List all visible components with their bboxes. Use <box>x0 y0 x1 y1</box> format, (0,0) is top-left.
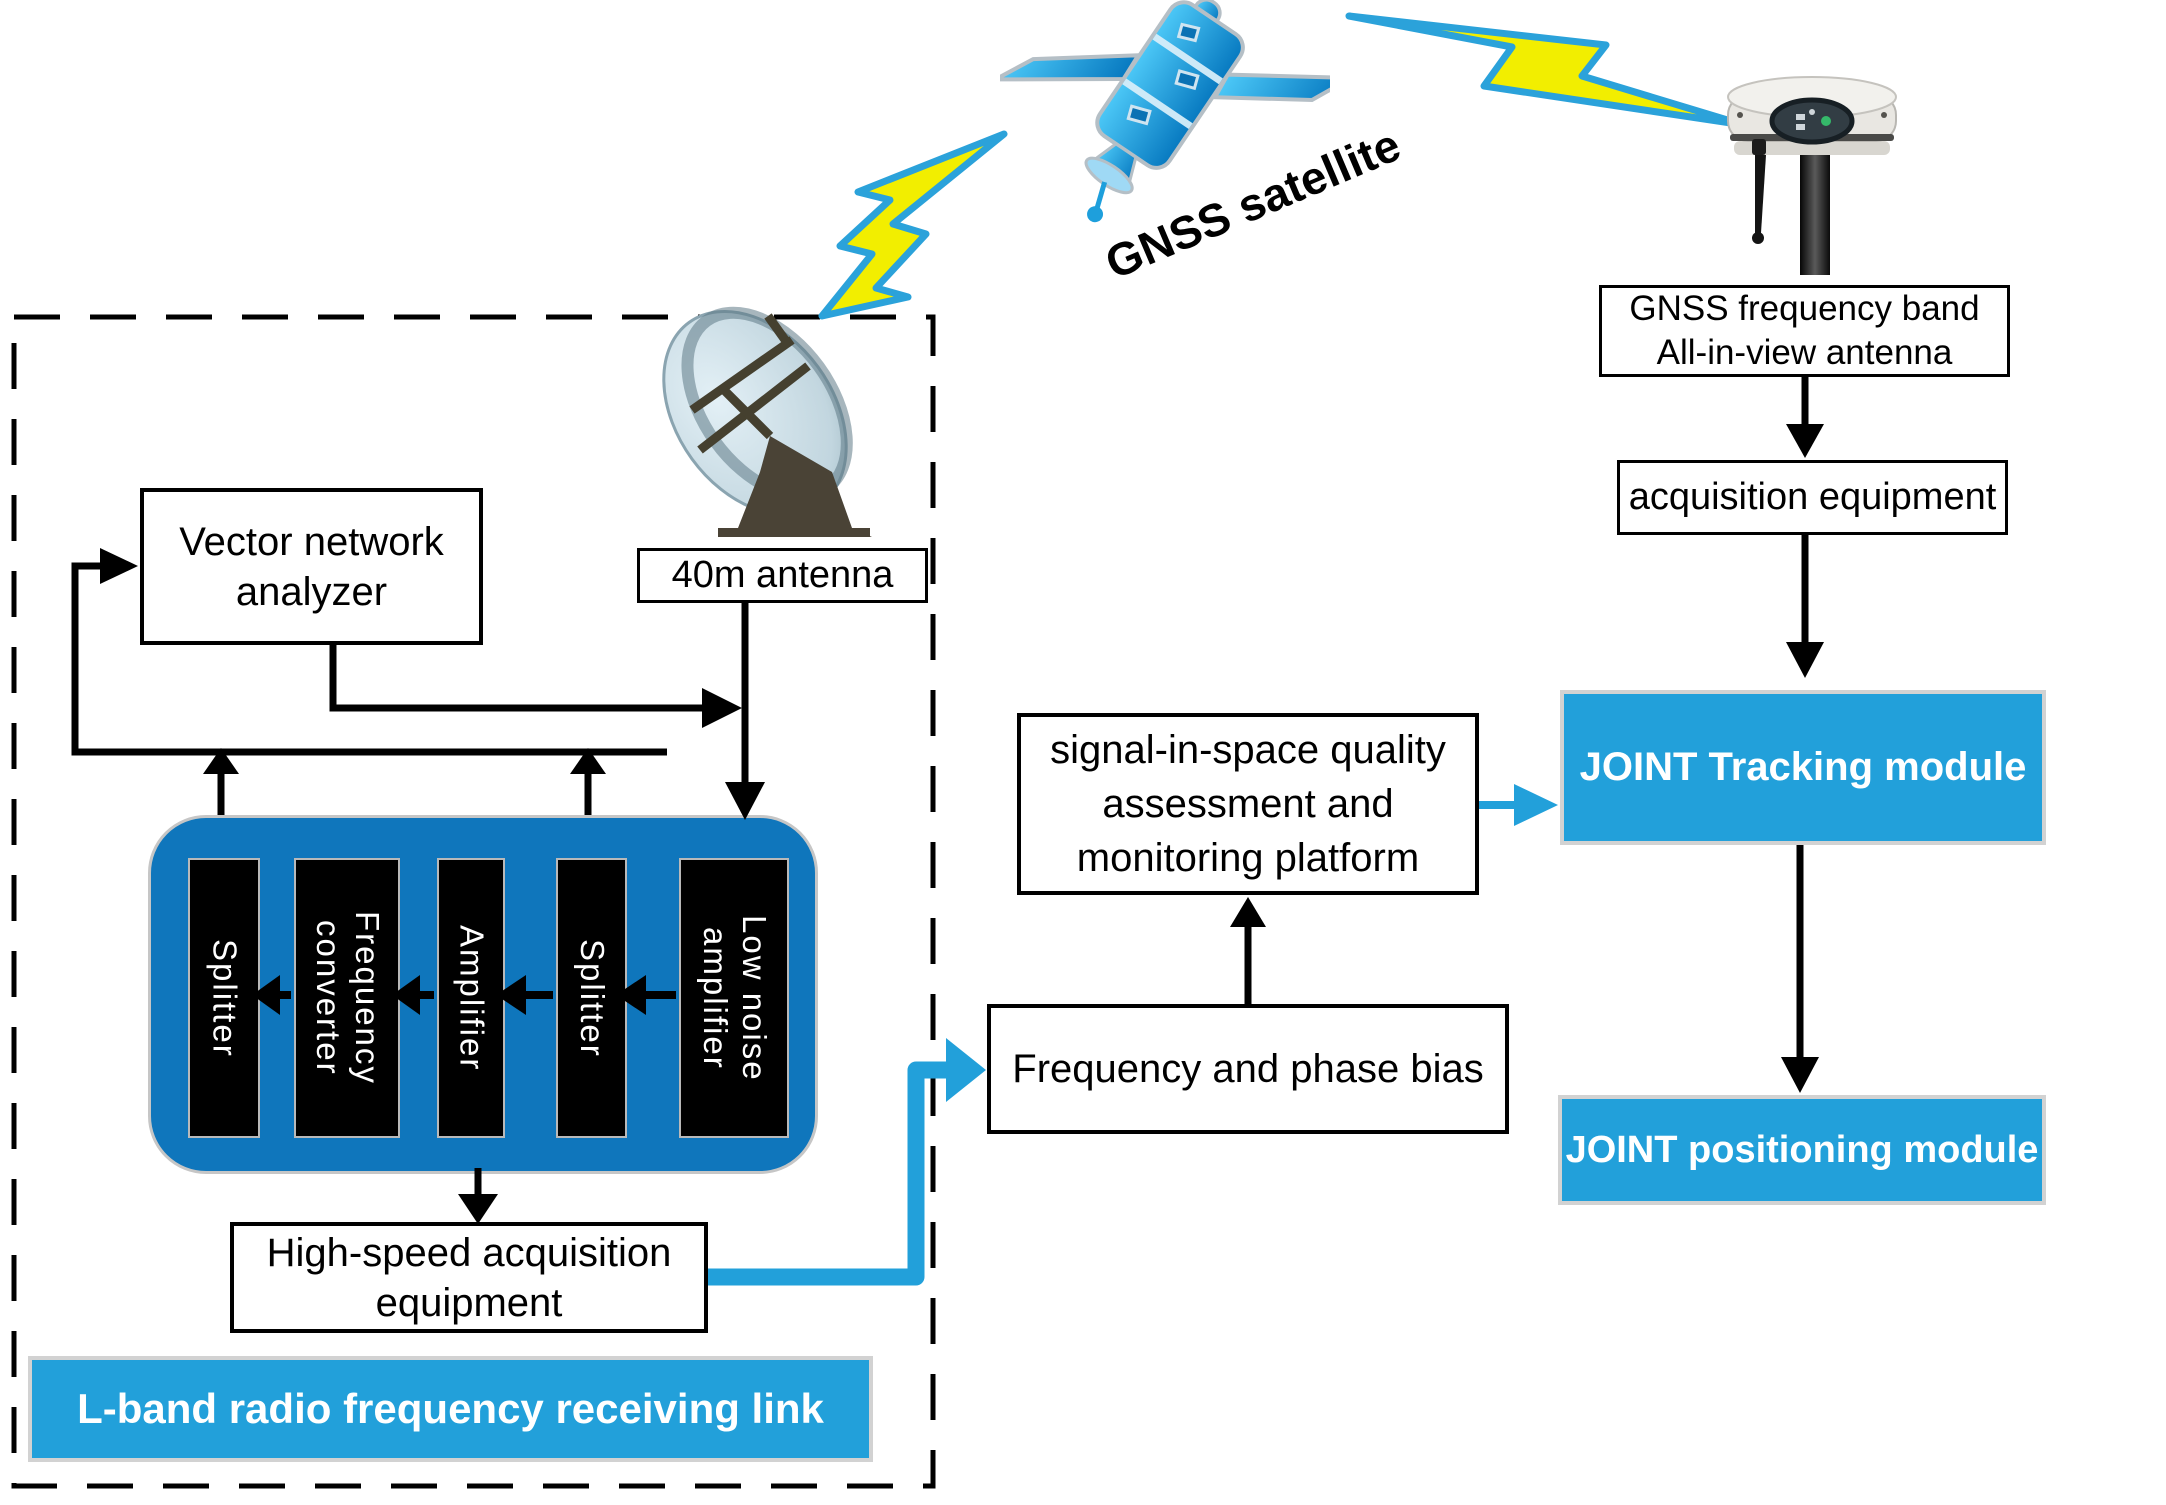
arrowhead <box>458 1194 498 1224</box>
component-frequency-converter: Frequency converter <box>294 858 400 1138</box>
whip-antenna <box>1755 155 1766 233</box>
arrowhead <box>1230 897 1266 927</box>
joint-tracking-module-box: JOINT Tracking module <box>1560 690 2046 845</box>
feedback-wire <box>71 562 667 756</box>
component-label: Frequency converter <box>310 911 386 1085</box>
component-splitter-2: Splitter <box>556 858 627 1138</box>
component-label: Amplifier <box>453 924 491 1072</box>
highspeed-bias-wire <box>697 1061 955 1286</box>
arrowhead <box>1786 642 1824 678</box>
arrowhead <box>616 975 646 1015</box>
arrowhead <box>1781 1057 1819 1093</box>
frequency-phase-bias-box: Frequency and phase bias <box>987 1004 1509 1134</box>
component-splitter-1: Splitter <box>188 858 260 1138</box>
arrowhead <box>702 688 742 728</box>
component-label: Low noise amplifier <box>697 914 773 1082</box>
component-label: Splitter <box>573 938 611 1058</box>
arrowhead <box>1514 784 1558 826</box>
dashed-enclosure <box>11 314 936 1489</box>
receiver-pole <box>1800 143 1830 275</box>
vna-output-wire <box>329 645 702 712</box>
arrowhead <box>946 1038 986 1102</box>
joint-positioning-module-box: JOINT positioning module <box>1558 1095 2046 1205</box>
arrowhead <box>496 975 526 1015</box>
dish-mount <box>738 436 852 528</box>
feed-arm <box>689 313 811 454</box>
component-amplifier: Amplifier <box>437 858 505 1138</box>
arrowhead <box>100 548 138 584</box>
component-label: Splitter <box>206 938 244 1058</box>
acquisition-equipment-box: acquisition equipment <box>1617 460 2008 535</box>
component-low-noise-amplifier: Low noise amplifier <box>679 858 789 1138</box>
lband-banner: L-band radio frequency receiving link <box>28 1356 873 1462</box>
signal-quality-platform-box: signal-in-space quality assessment and m… <box>1017 713 1479 895</box>
receiver-panel <box>1769 97 1855 145</box>
antenna-40m-box: 40m antenna <box>637 548 928 603</box>
gnss-band-antenna-box: GNSS frequency band All-in-view antenna <box>1599 285 2010 377</box>
arrowhead <box>252 975 280 1015</box>
lightning-bolt-icon <box>818 130 1008 320</box>
rf-chain-container: Splitter Frequency converter Amplifier S… <box>148 815 818 1174</box>
vector-network-analyzer-box: Vector network analyzer <box>140 488 483 645</box>
arrowhead <box>392 975 420 1015</box>
lightning-bolt-icon <box>1345 12 1748 129</box>
arrowhead <box>203 748 239 774</box>
gnss-receiver-image <box>1727 76 1897 275</box>
arrowhead <box>725 782 765 820</box>
dish-antenna-image <box>662 306 872 537</box>
arrowhead <box>570 748 606 774</box>
arrowhead <box>1786 424 1824 458</box>
high-speed-acquisition-box: High-speed acquisition equipment <box>230 1222 708 1333</box>
gnss-satellite-image <box>1000 0 1330 223</box>
